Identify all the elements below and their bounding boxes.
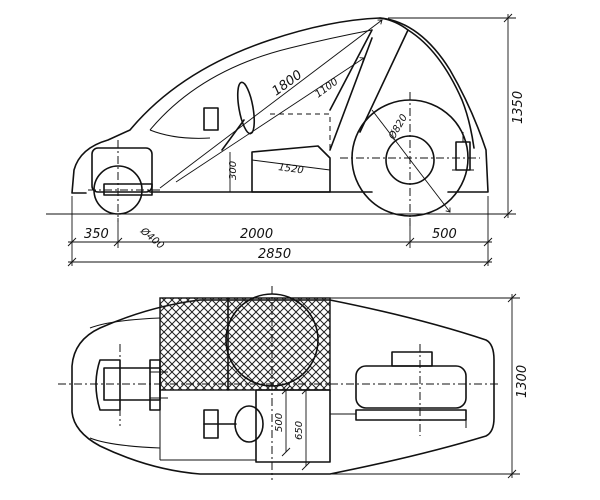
a-pillar [329, 29, 373, 111]
width-dimension: 1300 [330, 293, 530, 479]
dim-rear-overhang: 500 [432, 227, 457, 242]
top-rear-wheel-arc [225, 293, 319, 387]
dim-overall-width: 1300 [515, 365, 530, 398]
dim-seat-to-roof: 1800 [270, 68, 306, 100]
top-steering-wheel [234, 405, 264, 443]
seat-diagonal [175, 58, 364, 183]
front-wheel [88, 140, 160, 222]
height-dimension: 1350 [388, 13, 526, 219]
front-axle-top [89, 317, 168, 449]
dash-line [149, 129, 211, 139]
window-line [149, 29, 373, 131]
dim-wheelbase: 2000 [240, 227, 273, 242]
top-pedals [203, 409, 219, 439]
dim-seat-height: 300 [228, 161, 239, 180]
roof-diagonal [159, 20, 382, 189]
dim-overall-length: 2850 [258, 247, 291, 262]
seat-back-line [329, 37, 373, 151]
dim-seat-length: 1520 [278, 162, 305, 176]
side-view: 1800 1100 300 1520 Ø820 Ø400 350 2000 50… [46, 13, 526, 267]
top-body-outline [71, 299, 495, 475]
length-dimensions: 350 2000 500 2850 [67, 196, 493, 267]
engine-head [391, 351, 433, 367]
top-engine [330, 344, 467, 436]
rear-wheel [340, 92, 480, 226]
rear-window [407, 29, 475, 149]
dim-front-overhang: 350 [84, 227, 109, 242]
pedal-box [203, 107, 219, 131]
top-seat [255, 389, 331, 463]
steering-column [221, 119, 245, 151]
front-wheel-housing [91, 147, 153, 193]
dim-rear-wheel: Ø820 [386, 112, 410, 142]
seat-width-dims: 500 650 [274, 385, 311, 471]
steering-wheel [236, 81, 256, 135]
engine-body [355, 365, 467, 409]
top-view: 500 650 1300 [58, 286, 530, 480]
engine-base [355, 409, 467, 421]
dim-overall-height: 1350 [511, 91, 526, 124]
seat [251, 145, 331, 193]
cabin-hatched [159, 297, 331, 391]
dim-seat-width-outer: 650 [294, 421, 305, 440]
dim-front-wheel: Ø400 [137, 224, 166, 251]
seat-back-hidden [270, 113, 331, 150]
dim-seat-width-inner: 500 [274, 413, 285, 432]
